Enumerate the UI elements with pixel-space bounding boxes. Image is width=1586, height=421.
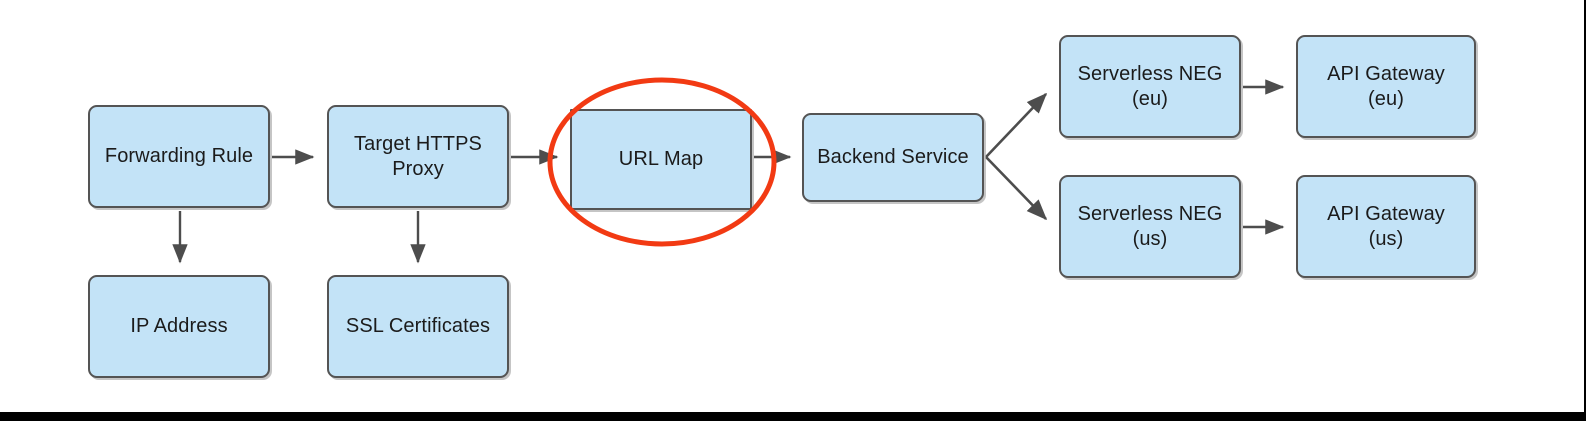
- node-serverless-neg-eu-label: Serverless NEG (eu): [1077, 63, 1223, 110]
- node-ip-address-label: IP Address: [130, 315, 228, 338]
- node-ssl-certificates-label: SSL Certificates: [345, 315, 491, 338]
- node-url-map[interactable]: URL Map: [570, 109, 752, 210]
- node-target-https-proxy-label: Target HTTPS Proxy: [354, 133, 482, 180]
- node-ip-address[interactable]: IP Address: [88, 275, 270, 378]
- node-backend-service-label: Backend Service: [817, 146, 969, 169]
- node-target-https-proxy[interactable]: Target HTTPS Proxy: [327, 105, 509, 208]
- node-forwarding-rule-label: Forwarding Rule: [104, 145, 254, 168]
- frame-right-edge: [1584, 0, 1586, 421]
- node-serverless-neg-us[interactable]: Serverless NEG (us): [1059, 175, 1241, 278]
- node-ssl-certificates[interactable]: SSL Certificates: [327, 275, 509, 378]
- node-url-map-label: URL Map: [618, 148, 704, 171]
- node-api-gateway-us-label: API Gateway (us): [1327, 203, 1445, 250]
- node-api-gateway-eu[interactable]: API Gateway (eu): [1296, 35, 1476, 138]
- node-api-gateway-us[interactable]: API Gateway (us): [1296, 175, 1476, 278]
- frame-bottom-edge: [0, 412, 1586, 421]
- node-forwarding-rule[interactable]: Forwarding Rule: [88, 105, 270, 208]
- edge-backend-service-to-serverless-neg-us: [985, 156, 1048, 221]
- edge-backend-service-to-serverless-neg-eu: [985, 92, 1048, 158]
- node-api-gateway-eu-label: API Gateway (eu): [1327, 63, 1445, 110]
- node-serverless-neg-eu[interactable]: Serverless NEG (eu): [1059, 35, 1241, 138]
- node-backend-service[interactable]: Backend Service: [802, 113, 984, 202]
- node-serverless-neg-us-label: Serverless NEG (us): [1077, 203, 1223, 250]
